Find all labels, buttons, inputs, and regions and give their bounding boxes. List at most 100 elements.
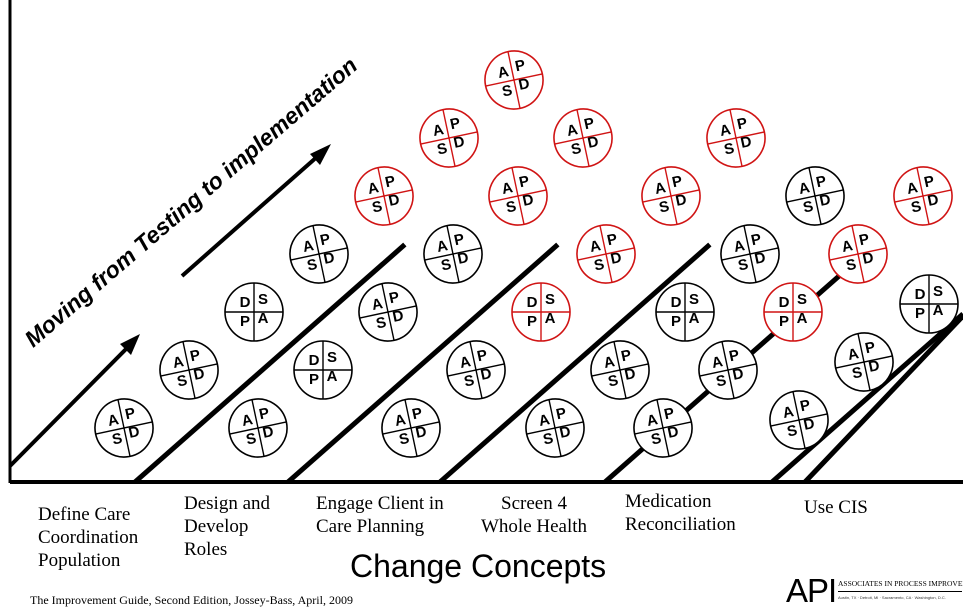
cycle-quadrant-letter: D: [671, 294, 682, 311]
cycle-quadrant-letter: D: [802, 415, 816, 434]
cycle-quadrant-letter: S: [689, 291, 699, 308]
cycle-quadrant-letter: S: [933, 283, 943, 300]
cycle-quadrant-letter: S: [398, 430, 411, 449]
cycle-quadrant-letter: A: [645, 411, 659, 430]
cycle-quadrant-letter: S: [723, 140, 736, 159]
cycle-quadrant-letter: P: [606, 231, 619, 250]
change-concept-engage-client: Engage Client in Care Planning: [316, 493, 444, 537]
diagram-title: Change Concepts: [350, 548, 607, 584]
cycle-quadrant-letter: A: [797, 310, 808, 327]
cycle-quadrant-letter: P: [240, 313, 250, 330]
cycle-quadrant-letter: D: [739, 133, 753, 152]
cycle-quadrant-letter: S: [327, 349, 337, 366]
cycle-quadrant-letter: S: [658, 198, 671, 217]
cycle-quadrant-letter: P: [384, 173, 397, 192]
cycle-quadrant-letter: P: [476, 347, 489, 366]
cycle-quadrant-letter: D: [609, 249, 623, 268]
ramp-separator-line: [770, 312, 963, 484]
cycle-quadrant-letter: A: [301, 237, 315, 256]
cycle-quadrant-letter: D: [731, 365, 745, 384]
cycle-quadrant-letter: S: [845, 256, 858, 275]
cycle-quadrant-letter: A: [653, 179, 667, 198]
cycle-quadrant-letter: A: [171, 353, 185, 372]
ramp-separator-line: [133, 242, 407, 484]
cycle-quadrant-letter: D: [753, 249, 767, 268]
cycle-quadrant-letter: P: [671, 173, 684, 192]
cycle-quadrant-letter: S: [436, 140, 449, 159]
logo-name: ASSOCIATES IN PROCESS IMPROVEMENT: [838, 579, 963, 588]
cycle-quadrant-letter: A: [500, 179, 514, 198]
cycle-quadrant-letter: A: [933, 302, 944, 319]
cycle-quadrant-letter: S: [371, 198, 384, 217]
cycle-quadrant-letter: A: [258, 310, 269, 327]
cycle-quadrant-letter: D: [391, 307, 405, 326]
cycle-quadrant-letter: P: [449, 115, 462, 134]
cycle-quadrant-letter: S: [570, 140, 583, 159]
cycle-quadrant-letter: D: [240, 294, 251, 311]
cycle-quadrant-letter: A: [588, 237, 602, 256]
ramp-separator-line: [438, 242, 712, 484]
cycle-quadrant-letter: A: [393, 411, 407, 430]
cycle-quadrant-letter: D: [586, 133, 600, 152]
cycle-quadrant-letter: A: [431, 121, 445, 140]
cycle-quadrant-letter: S: [802, 198, 815, 217]
cycle-quadrant-letter: P: [620, 347, 633, 366]
cycle-quadrant-letter: P: [779, 313, 789, 330]
cycle-quadrant-letter: D: [387, 191, 401, 210]
cycle-quadrant-letter: A: [458, 353, 472, 372]
cycle-quadrant-letter: S: [851, 364, 864, 383]
cycle-quadrant-letter: D: [527, 294, 538, 311]
cycle-quadrant-letter: A: [718, 121, 732, 140]
cycle-quadrant-letter: D: [867, 357, 881, 376]
cycle-quadrant-letter: P: [258, 405, 271, 424]
cycle-quadrant-letter: D: [915, 286, 926, 303]
cycle-quadrant-letter: P: [750, 231, 763, 250]
cycle-quadrant-letter: P: [124, 405, 137, 424]
cycle-quadrant-letter: S: [593, 256, 606, 275]
cycle-quadrant-letter: S: [501, 82, 514, 101]
change-concept-design-develop-roles: Design and Develop Roles: [184, 493, 271, 560]
cycle-quadrant-letter: A: [781, 403, 795, 422]
cycle-quadrant-letter: P: [518, 173, 531, 192]
cycle-quadrant-letter: A: [846, 345, 860, 364]
cycle-quadrant-letter: D: [674, 191, 688, 210]
cycle-quadrant-letter: D: [127, 423, 141, 442]
cycle-quadrant-letter: P: [663, 405, 676, 424]
cycle-quadrant-letter: D: [623, 365, 637, 384]
cycle-quadrant-letter: P: [309, 371, 319, 388]
cycle-quadrant-letter: S: [375, 314, 388, 333]
cycle-quadrant-letter: D: [521, 191, 535, 210]
cycle-quadrant-letter: A: [732, 237, 746, 256]
change-concept-define-care-coordination: Define Care Coordination Population: [38, 504, 139, 571]
cycle-quadrant-letter: P: [583, 115, 596, 134]
cycle-quadrant-letter: P: [799, 397, 812, 416]
cycle-quadrant-letter: S: [111, 430, 124, 449]
cycle-quadrant-letter: P: [923, 173, 936, 192]
cycle-quadrant-letter: A: [710, 353, 724, 372]
cycle-quadrant-letter: P: [514, 57, 527, 76]
cycle-quadrant-letter: D: [479, 365, 493, 384]
cycle-quadrant-letter: P: [388, 289, 401, 308]
cycle-quadrant-letter: P: [453, 231, 466, 250]
cycle-quadrant-letter: P: [189, 347, 202, 366]
cycle-quadrant-letter: A: [545, 310, 556, 327]
cycle-quadrant-letter: A: [565, 121, 579, 140]
